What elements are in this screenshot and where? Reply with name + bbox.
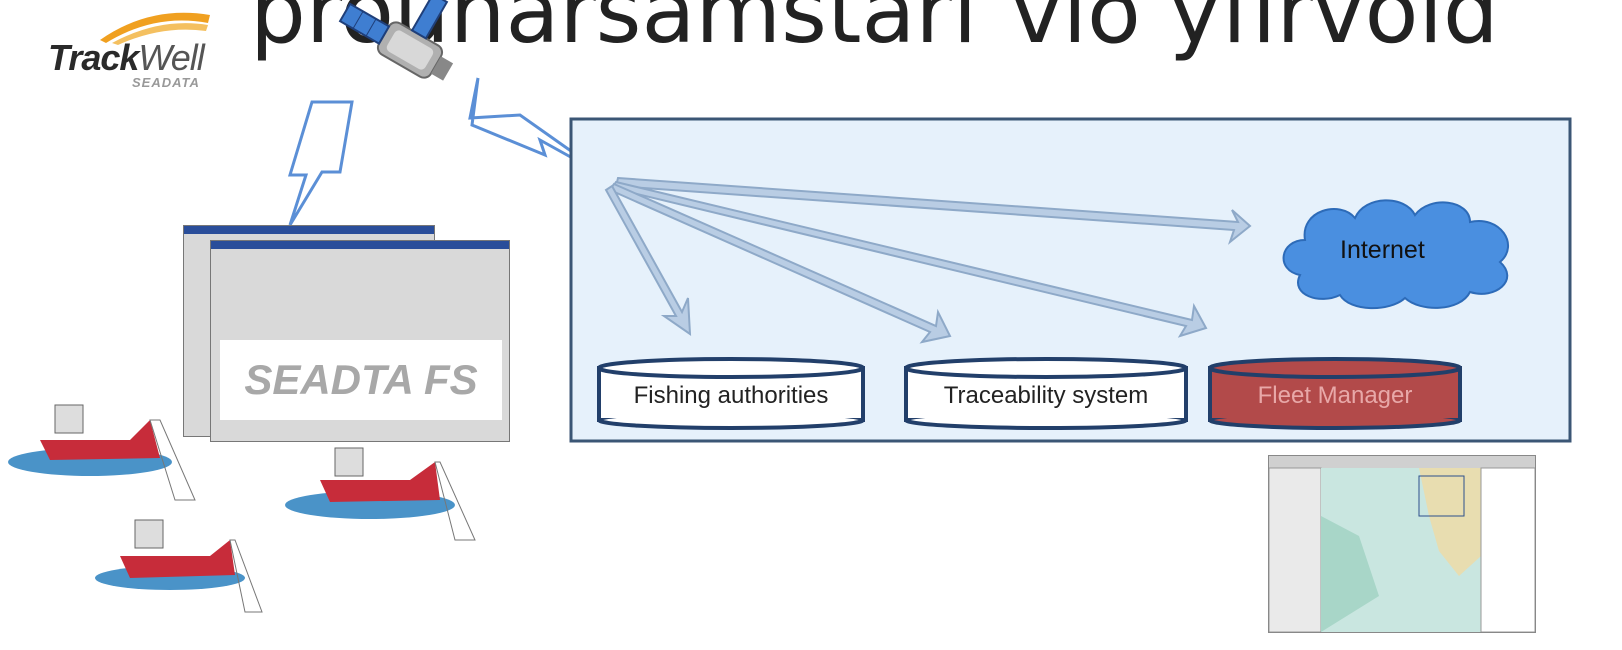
signal-lightning-right (468, 77, 613, 182)
data-flow-arrows (604, 176, 1252, 344)
logo-subtitle: SEADATA (132, 75, 200, 90)
logo-swoosh-icon (100, 12, 210, 45)
seadta-fs-label: SEADTA FS (220, 340, 502, 420)
fleet-manager-label: Fleet Manager (1257, 382, 1413, 409)
traceability-system-label: Traceability system (943, 382, 1149, 409)
trackwell-logo: TrackWell SEADATA (40, 5, 220, 95)
fishing-authorities-label: Fishing authorities (633, 382, 829, 409)
internet-label: Internet (1340, 236, 1425, 264)
fleet-manager-map-screenshot (1268, 455, 1536, 633)
logo-text: TrackWell (48, 37, 205, 78)
signal-lightning-left (287, 100, 354, 226)
fishing-boat-icon-3 (95, 519, 263, 613)
map-preview-icon (1269, 456, 1535, 632)
fishing-boat-icon-2 (285, 447, 476, 541)
slide-title: þróunarsamstarf við yfirvöld (250, 0, 1499, 63)
fishing-boat-icon (8, 404, 196, 501)
